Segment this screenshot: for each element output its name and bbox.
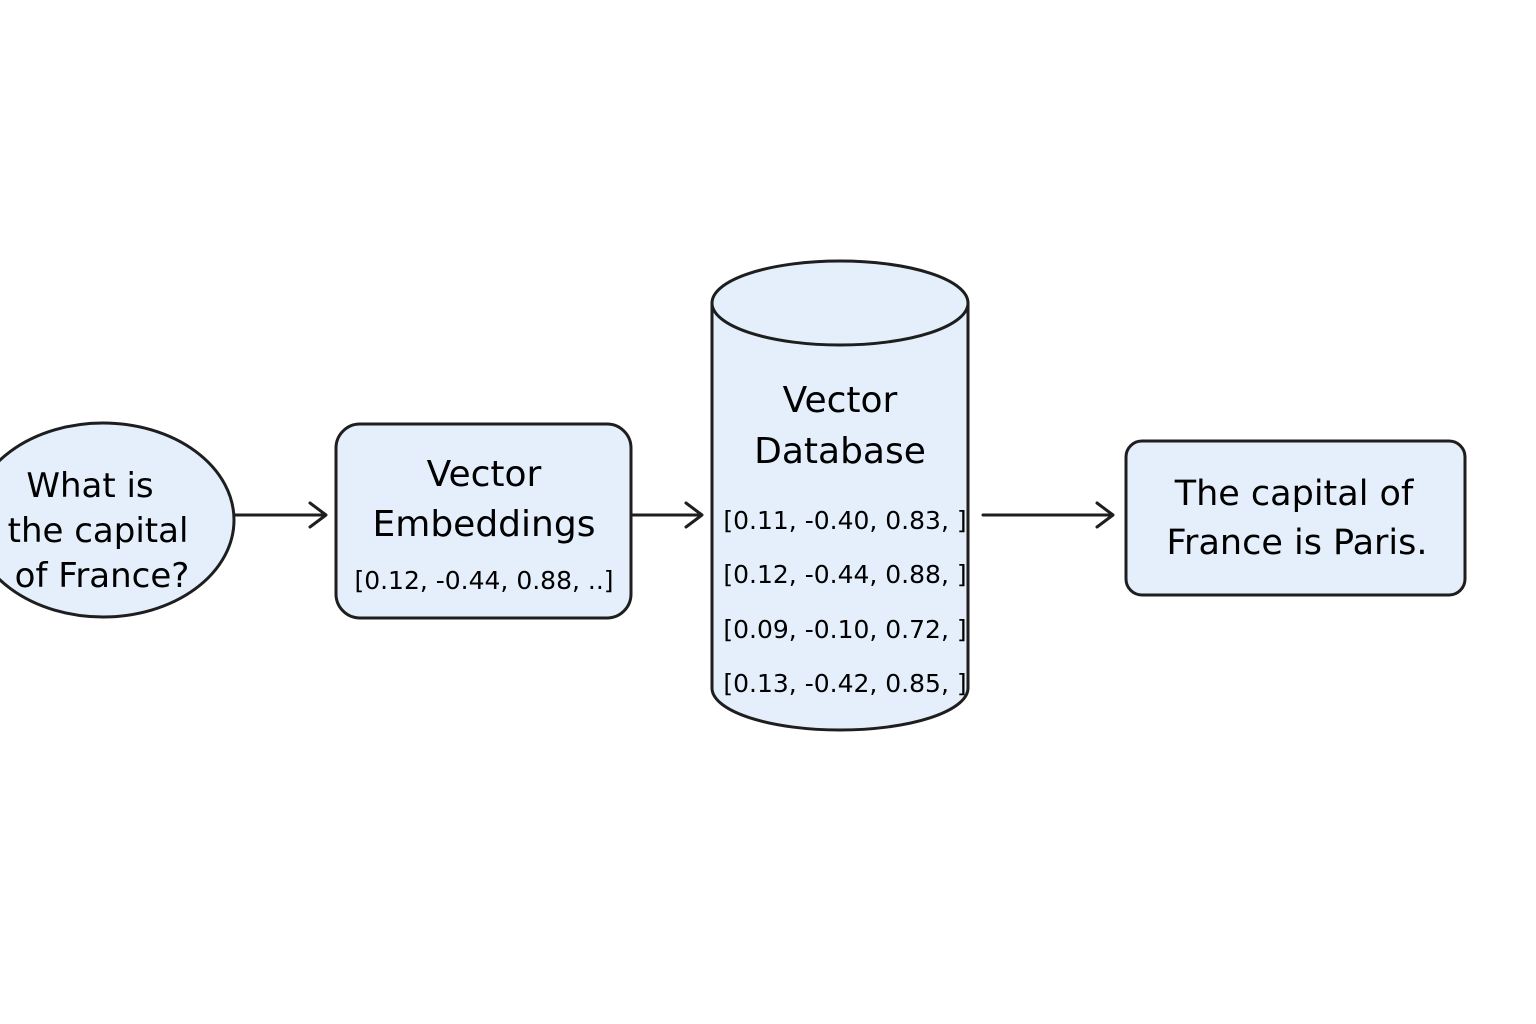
embeddings-node: Vector Embeddings [0.12, -0.44, 0.88, ..… (334, 422, 633, 620)
embeddings-title-line-1: Vector (427, 454, 542, 495)
answer-line-2: France is Paris. (1166, 523, 1427, 563)
arrow-database-to-answer (981, 501, 1115, 529)
query-line-1: What is (26, 466, 153, 506)
database-title-line-2: Database (754, 431, 926, 472)
embeddings-vector: [0.12, -0.44, 0.88, ..] (354, 566, 613, 595)
answer-node: The capital of France is Paris. (1124, 439, 1467, 597)
database-cylinder-body (710, 303, 970, 732)
database-title-line-1: Vector (783, 380, 898, 421)
arrow-embeddings-to-database (631, 501, 704, 529)
arrow-query-to-embeddings (232, 501, 328, 529)
answer-line-1: The capital of (1174, 474, 1414, 514)
database-cylinder-top (710, 259, 970, 347)
embeddings-box (334, 422, 633, 620)
database-node: Vector Database [0.11, -0.40, 0.83, ] [0… (710, 259, 970, 732)
query-line-3: of France? (15, 556, 190, 596)
query-node: What is the capital of France? (0, 421, 236, 619)
database-vector-4: [0.13, -0.42, 0.85, ] (723, 669, 966, 698)
query-line-2: the capital (8, 511, 189, 551)
database-vector-3: [0.09, -0.10, 0.72, ] (723, 615, 966, 644)
query-ellipse (0, 421, 236, 619)
answer-box (1124, 439, 1467, 597)
embeddings-title-line-2: Embeddings (373, 504, 596, 545)
database-vector-1: [0.11, -0.40, 0.83, ] (723, 506, 966, 535)
database-vector-2: [0.12, -0.44, 0.88, ] (723, 560, 966, 589)
